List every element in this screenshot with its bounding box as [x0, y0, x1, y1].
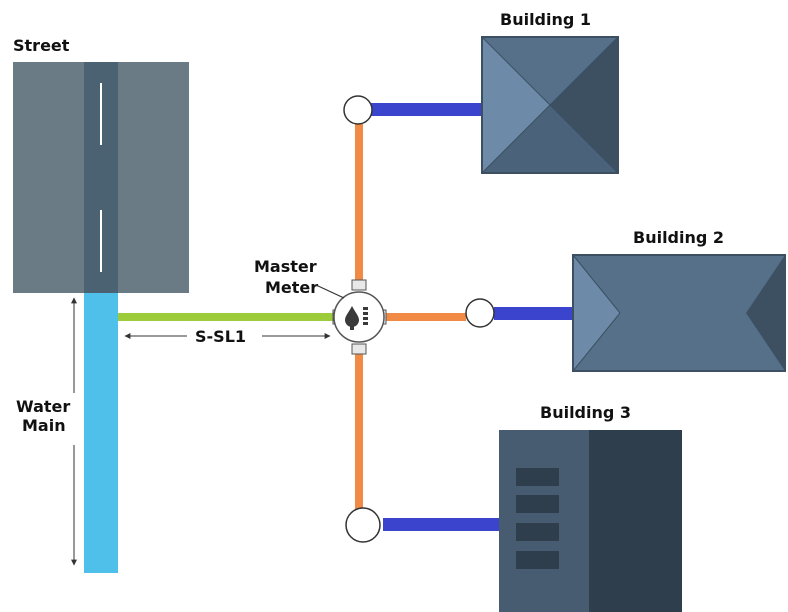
building3-window — [516, 495, 559, 513]
master-meter-label-line2: Meter — [265, 278, 318, 297]
blue-pipe-building2 — [494, 307, 574, 320]
master-meter-label-line1: Master — [254, 257, 317, 276]
customer-pipes — [355, 112, 466, 523]
street-label: Street — [13, 36, 70, 55]
building1-label: Building 1 — [500, 10, 591, 29]
master-meter-leader-line — [315, 284, 345, 299]
water-main — [84, 293, 118, 573]
building3-window — [516, 551, 559, 569]
blue-pipe-building3 — [383, 518, 500, 531]
water-meter-icon — [332, 279, 387, 355]
blue-pipe-building1 — [370, 103, 483, 116]
street — [13, 62, 189, 293]
building3-label: Building 3 — [540, 403, 631, 422]
pipe-to-building1 — [355, 112, 363, 287]
building3-window — [516, 468, 559, 486]
building3 — [499, 430, 682, 612]
building-pipes — [370, 103, 574, 531]
junction-building2 — [465, 298, 495, 328]
pipe-to-building2 — [386, 313, 466, 321]
water-main-label-line2: Main — [22, 416, 66, 435]
building1 — [481, 36, 619, 174]
service-line — [118, 313, 338, 321]
water-main-label-line1: Water — [16, 397, 70, 416]
junction-building3 — [345, 507, 381, 543]
building2-label: Building 2 — [633, 228, 724, 247]
service-line-label: S-SL1 — [195, 327, 246, 346]
junction-building1 — [343, 95, 373, 125]
pipe-to-building3 — [355, 348, 363, 523]
building3-window — [516, 523, 559, 541]
building2 — [572, 254, 786, 372]
